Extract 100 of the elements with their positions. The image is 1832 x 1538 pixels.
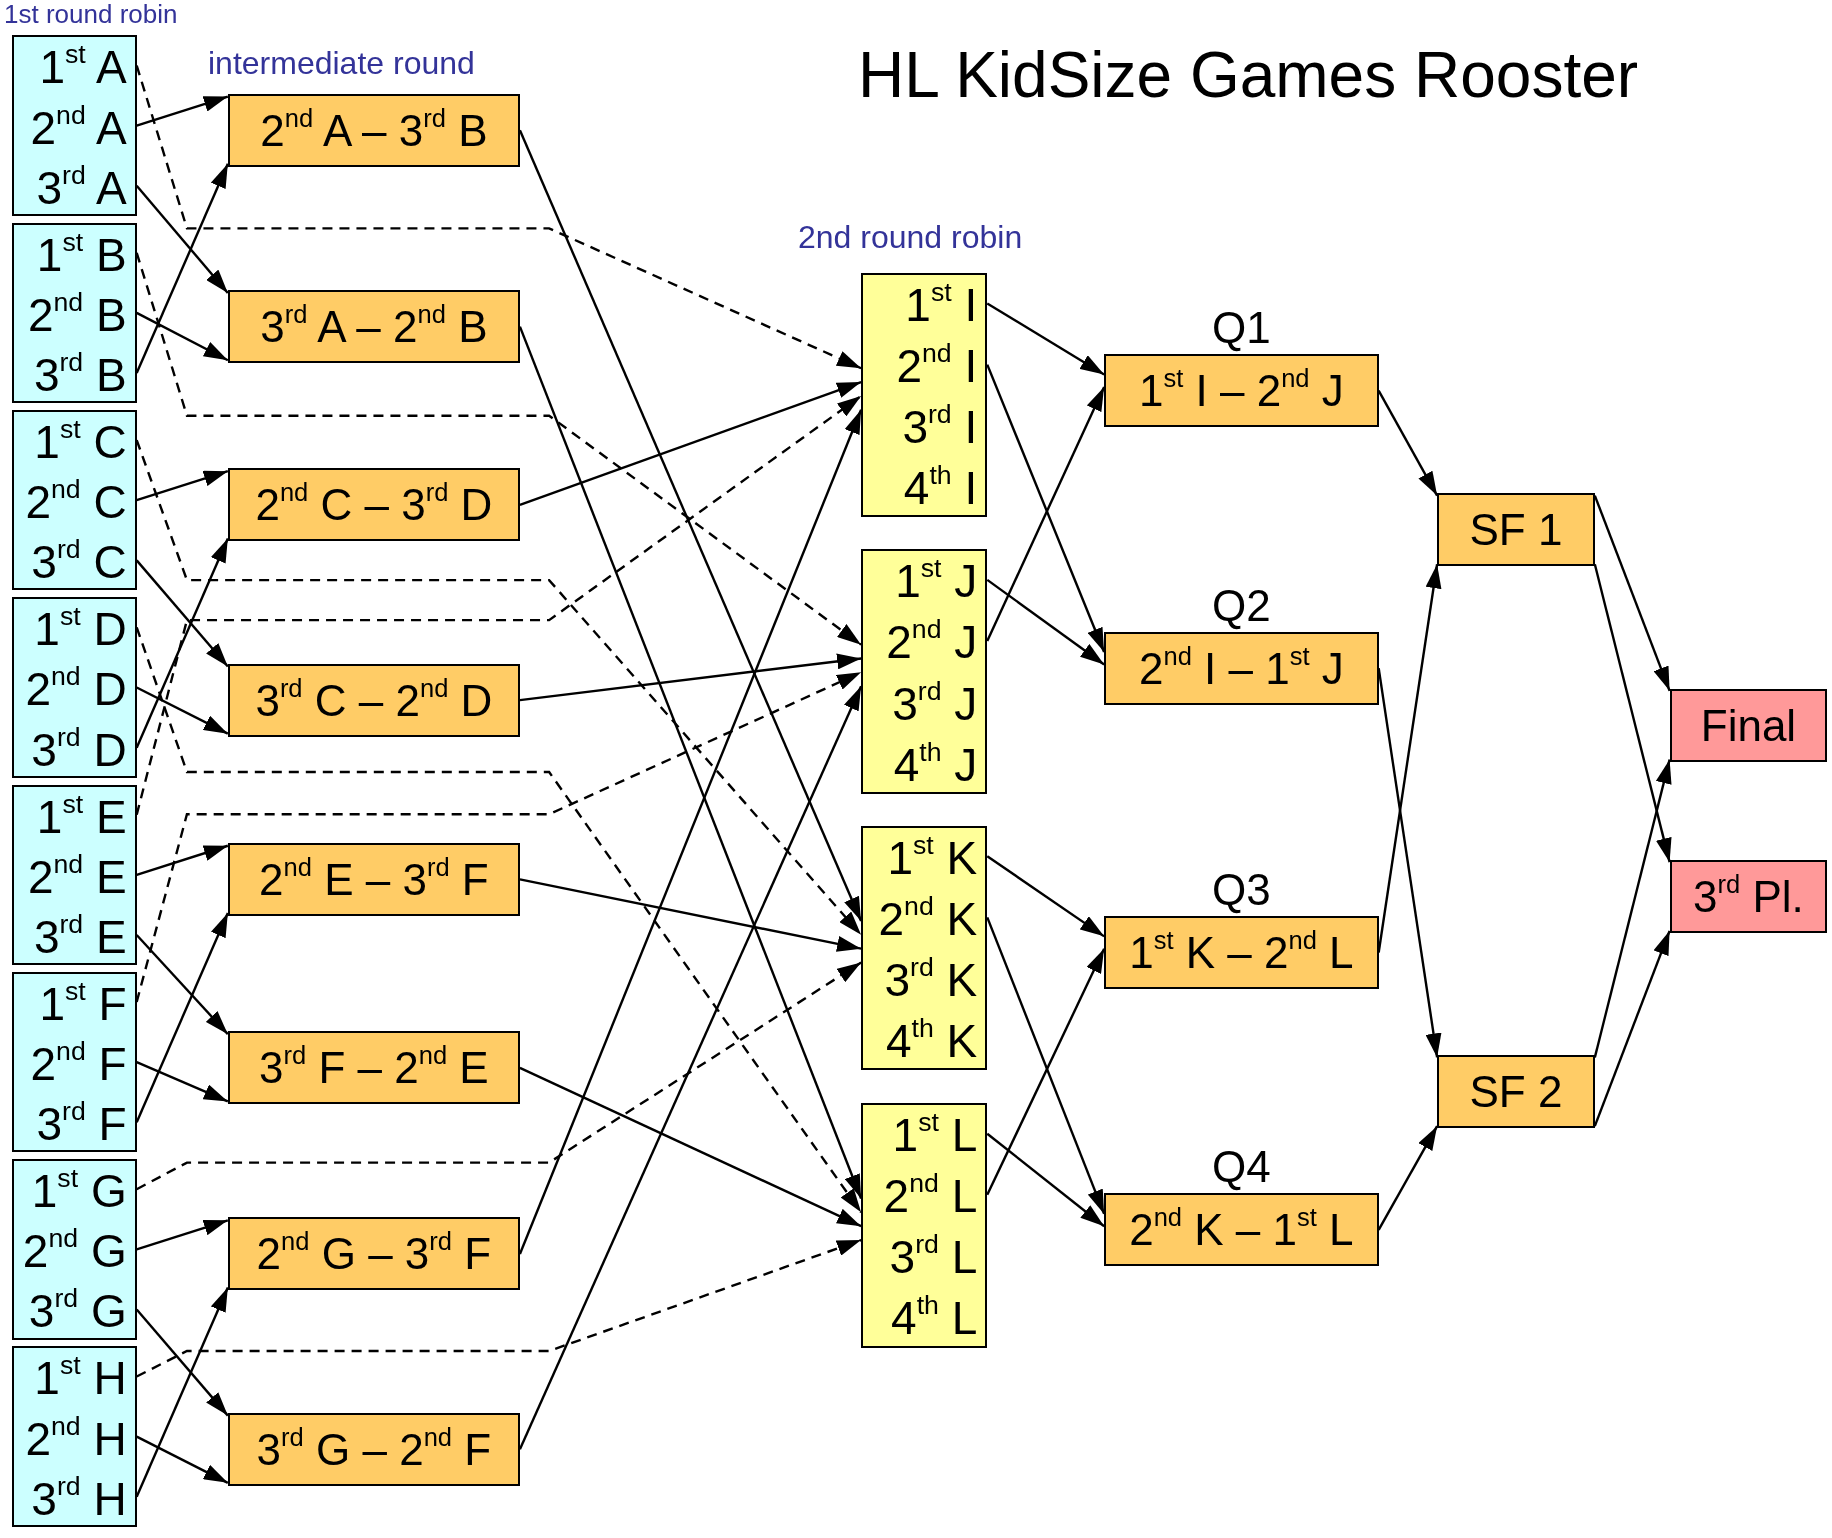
match-box: 2$^{nd}$ G – 3$^{rd}$ F bbox=[227, 1217, 520, 1291]
team-slot: 1$^{st}$ A bbox=[13, 37, 135, 98]
match-box: 2$^{nd}$ C – 3$^{rd}$ D bbox=[227, 468, 520, 542]
ranking-slot: 4$^{th}$ J bbox=[863, 734, 986, 796]
match-heading: Q1 bbox=[1211, 302, 1272, 355]
team-slot: 2$^{nd}$ H bbox=[13, 1408, 135, 1469]
match-box: 3$^{rd}$ G – 2$^{nd}$ F bbox=[227, 1412, 520, 1486]
team-slot: 3$^{rd}$ D bbox=[13, 719, 135, 780]
arrow bbox=[1593, 495, 1671, 692]
match-box: 2$^{nd}$ A – 3$^{rd}$ B bbox=[227, 93, 520, 167]
ranking-slot: 3$^{rd}$ L bbox=[863, 1227, 986, 1289]
team-slot: 2$^{nd}$ G bbox=[13, 1221, 135, 1282]
ranking-slot: 2$^{nd}$ J bbox=[863, 612, 986, 674]
arrow bbox=[136, 844, 229, 876]
team-slot: 1$^{st}$ G bbox=[13, 1161, 135, 1222]
match-box: 1$^{st}$ I – 2$^{nd}$ J bbox=[1104, 354, 1379, 428]
group-panel bbox=[11, 971, 137, 1153]
ranking-slot: 1$^{st}$ I bbox=[863, 274, 986, 337]
arrow bbox=[519, 878, 862, 952]
team-slot: 1$^{st}$ B bbox=[13, 224, 135, 285]
team-slot: 3$^{rd}$ B bbox=[13, 345, 135, 406]
arrow bbox=[1377, 1125, 1439, 1231]
final-match-box: 3$^{rd}$ Pl. bbox=[1669, 859, 1828, 933]
match-heading: Q3 bbox=[1211, 863, 1272, 916]
match-box: SF 1 bbox=[1437, 493, 1595, 567]
ranking-slot: 2$^{nd}$ L bbox=[863, 1166, 986, 1228]
arrow bbox=[135, 559, 229, 668]
group-panel bbox=[11, 597, 137, 778]
arrow bbox=[986, 916, 1106, 1215]
round-label: 1st round robin bbox=[4, 0, 178, 29]
team-slot: 2$^{nd}$ E bbox=[13, 846, 135, 907]
group-panel bbox=[11, 1159, 137, 1340]
arrow bbox=[519, 1066, 862, 1228]
arrow bbox=[518, 129, 863, 922]
ranking-slot: 1$^{st}$ L bbox=[863, 1105, 986, 1167]
ranking-slot: 3$^{rd}$ K bbox=[863, 949, 986, 1011]
arrow bbox=[136, 1435, 229, 1484]
arrow bbox=[519, 653, 862, 702]
round-label: 2nd round robin bbox=[798, 220, 1023, 256]
team-slot: 3$^{rd}$ F bbox=[13, 1094, 135, 1155]
arrow bbox=[986, 855, 1105, 938]
match-box: 3$^{rd}$ C – 2$^{nd}$ D bbox=[227, 663, 520, 737]
arrow bbox=[136, 686, 229, 735]
team-slot: 1$^{st}$ C bbox=[13, 412, 135, 473]
ranking-slot: 4$^{th}$ I bbox=[863, 458, 986, 520]
ranking-slot: 1$^{st}$ J bbox=[863, 551, 986, 613]
arrow bbox=[135, 252, 862, 646]
group-panel bbox=[11, 784, 137, 965]
arrow bbox=[135, 537, 229, 749]
ranking-panel bbox=[861, 825, 988, 1071]
arrow bbox=[986, 578, 1105, 666]
arrow bbox=[135, 395, 862, 815]
arrow bbox=[136, 1060, 229, 1103]
ranking-slot: 2$^{nd}$ K bbox=[863, 888, 986, 950]
arrow bbox=[1593, 759, 1672, 1058]
arrow bbox=[135, 671, 862, 1003]
arrow bbox=[136, 1238, 862, 1378]
team-slot: 3$^{rd}$ H bbox=[13, 1468, 135, 1529]
arrow bbox=[519, 381, 862, 506]
arrow bbox=[135, 65, 862, 370]
team-slot: 3$^{rd}$ C bbox=[13, 532, 135, 593]
match-heading: Q4 bbox=[1211, 1141, 1272, 1194]
match-box: 2$^{nd}$ K – 1$^{st}$ L bbox=[1104, 1193, 1379, 1267]
team-slot: 1$^{st}$ F bbox=[13, 973, 135, 1034]
team-slot: 2$^{nd}$ B bbox=[13, 284, 135, 345]
arrow bbox=[136, 95, 229, 127]
ranking-panel bbox=[861, 1103, 988, 1348]
ranking-slot: 2$^{nd}$ I bbox=[863, 336, 986, 398]
team-slot: 3$^{rd}$ E bbox=[13, 906, 135, 967]
match-box: 3$^{rd}$ F – 2$^{nd}$ E bbox=[227, 1031, 520, 1105]
ranking-slot: 3$^{rd}$ J bbox=[863, 673, 986, 735]
group-panel bbox=[11, 1346, 137, 1527]
match-box: SF 2 bbox=[1437, 1055, 1595, 1129]
arrow bbox=[136, 961, 862, 1191]
arrow bbox=[135, 626, 863, 1214]
final-match-box: Final bbox=[1669, 688, 1828, 762]
arrow bbox=[986, 948, 1106, 1196]
arrow bbox=[136, 311, 229, 362]
arrow bbox=[135, 163, 229, 374]
team-slot: 3$^{rd}$ G bbox=[13, 1281, 135, 1342]
arrow bbox=[1593, 930, 1671, 1127]
arrow bbox=[1377, 390, 1439, 497]
match-box: 3$^{rd}$ A – 2$^{nd}$ B bbox=[227, 290, 520, 364]
ranking-panel bbox=[861, 272, 988, 518]
team-slot: 2$^{nd}$ D bbox=[13, 659, 135, 720]
team-slot: 3$^{rd}$ A bbox=[13, 157, 135, 218]
arrow bbox=[136, 1219, 229, 1251]
match-box: 2$^{nd}$ I – 1$^{st}$ J bbox=[1104, 631, 1379, 705]
arrow bbox=[135, 1287, 229, 1498]
team-slot: 1$^{st}$ H bbox=[13, 1348, 135, 1409]
arrow bbox=[135, 934, 229, 1035]
arrow bbox=[1593, 563, 1672, 863]
match-box: 1$^{st}$ K – 2$^{nd}$ L bbox=[1104, 915, 1379, 989]
arrow bbox=[1377, 564, 1442, 953]
ranking-slot: 3$^{rd}$ I bbox=[863, 397, 986, 459]
diagram-title: HL KidSize Games Rooster bbox=[857, 38, 1639, 112]
arrow bbox=[135, 1308, 229, 1417]
arrow bbox=[136, 470, 229, 502]
team-slot: 2$^{nd}$ A bbox=[13, 97, 135, 158]
round-label: intermediate round bbox=[208, 46, 475, 82]
